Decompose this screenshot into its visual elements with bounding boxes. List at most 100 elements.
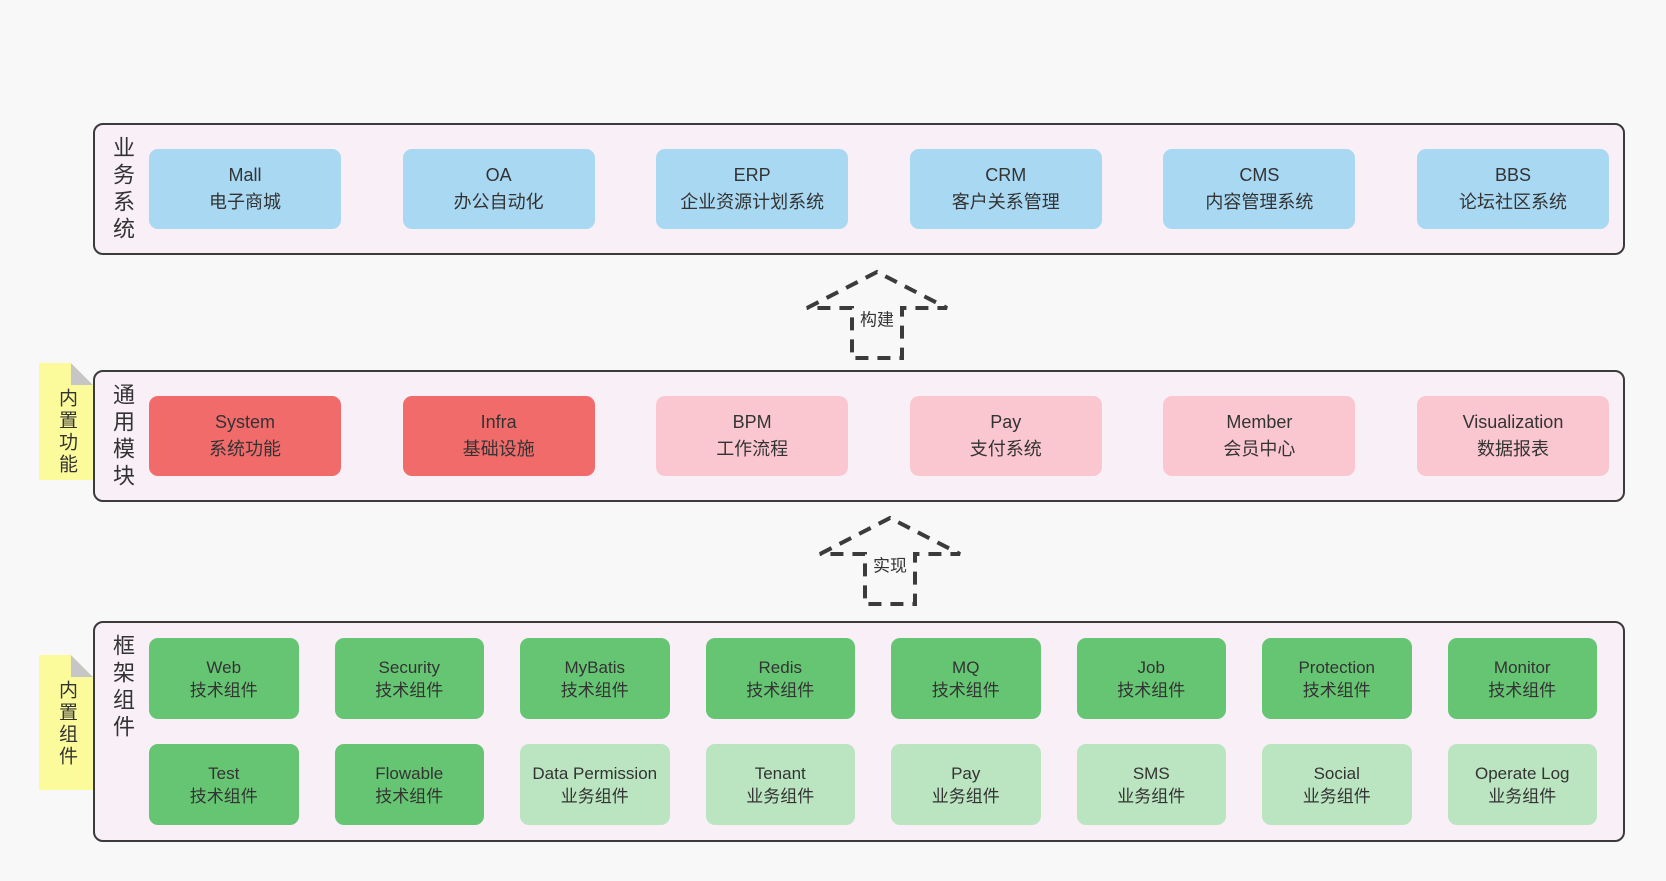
- box-subtitle: 客户关系管理: [951, 192, 1060, 212]
- box-subtitle: 技术组件: [189, 680, 258, 700]
- box-subtitle: 业务组件: [1302, 786, 1371, 806]
- box-pay: Pay 支付系统: [909, 396, 1102, 476]
- box-tenant: Tenant 业务组件: [705, 744, 855, 825]
- box-subtitle: 论坛社区系统: [1458, 192, 1567, 212]
- box-subtitle: 办公自动化: [453, 192, 544, 212]
- box-title: Test: [208, 763, 240, 783]
- box-job: Job 技术组件: [1076, 638, 1226, 719]
- box-title: BPM: [732, 412, 772, 432]
- layer-content: System 系统功能 Infra 基础设施 BPM 工作流程 Pay 支付系统…: [149, 372, 1623, 500]
- box-subtitle: 企业资源计划系统: [680, 192, 825, 212]
- box-subtitle: 业务组件: [931, 786, 1000, 806]
- box-subtitle: 支付系统: [969, 439, 1042, 459]
- box-title: Infra: [480, 412, 517, 432]
- box-title: MyBatis: [564, 657, 625, 677]
- box-title: Member: [1226, 412, 1293, 432]
- arrow-implement: 实现: [810, 512, 970, 606]
- box-data-permission: Data Permission 业务组件: [520, 744, 670, 825]
- box-title: Visualization: [1462, 412, 1564, 432]
- box-subtitle: 技术组件: [746, 680, 815, 700]
- box-pay-component: Pay 业务组件: [891, 744, 1041, 825]
- arrow-build: 构建: [797, 266, 957, 360]
- box-bpm: BPM 工作流程: [656, 396, 849, 476]
- arrow-implement-label: 实现: [868, 550, 912, 578]
- folded-corner-icon: [71, 655, 93, 677]
- box-crm: CRM 客户关系管理: [909, 149, 1102, 229]
- layer-content: Web 技术组件 Security 技术组件 MyBatis 技术组件 Redi…: [149, 623, 1623, 840]
- box-subtitle: 技术组件: [1488, 680, 1557, 700]
- box-subtitle: 技术组件: [931, 680, 1000, 700]
- box-title: Redis: [758, 657, 802, 677]
- box-subtitle: 业务组件: [746, 786, 815, 806]
- box-title: System: [214, 412, 275, 432]
- note-built-in-components: 内置组件: [39, 655, 93, 790]
- arrow-build-label: 构建: [855, 304, 899, 332]
- box-title: Pay: [951, 763, 981, 783]
- box-mall: Mall 电子商城: [149, 149, 341, 229]
- box-subtitle: 基础设施: [462, 439, 535, 459]
- box-subtitle: 技术组件: [560, 680, 629, 700]
- box-title: Operate Log: [1474, 763, 1570, 783]
- box-monitor: Monitor 技术组件: [1447, 638, 1597, 719]
- box-title: Social: [1313, 763, 1360, 783]
- box-erp: ERP 企业资源计划系统: [656, 149, 849, 229]
- box-mq: MQ 技术组件: [891, 638, 1041, 719]
- box-subtitle: 内容管理系统: [1205, 192, 1314, 212]
- box-subtitle: 技术组件: [375, 786, 444, 806]
- box-title: BBS: [1494, 165, 1531, 185]
- box-protection: Protection 技术组件: [1262, 638, 1412, 719]
- box-infra: Infra 基础设施: [402, 396, 595, 476]
- layer-label-common-modules: 通用模块: [110, 383, 135, 491]
- box-title: Protection: [1298, 657, 1376, 677]
- box-title: ERP: [733, 165, 771, 185]
- box-operate-log: Operate Log 业务组件: [1447, 744, 1597, 825]
- layer-business-systems: 业务系统 Mall 电子商城 OA 办公自动化 ERP 企业资源计划系统 CRM…: [93, 123, 1625, 255]
- box-title: Flowable: [375, 763, 444, 783]
- box-subtitle: 业务组件: [560, 786, 629, 806]
- box-title: Tenant: [754, 763, 806, 783]
- layer-label-business-systems: 业务系统: [110, 136, 135, 244]
- box-title: CMS: [1239, 165, 1280, 185]
- box-subtitle: 技术组件: [189, 786, 258, 806]
- box-flowable: Flowable 技术组件: [334, 744, 484, 825]
- box-visualization: Visualization 数据报表: [1416, 396, 1609, 476]
- box-bbs: BBS 论坛社区系统: [1416, 149, 1609, 229]
- box-title: OA: [485, 165, 512, 185]
- box-title: Monitor: [1493, 657, 1551, 677]
- layer-common-modules: 通用模块 System 系统功能 Infra 基础设施 BPM 工作流程 Pay…: [93, 370, 1625, 502]
- note-built-in-features: 内置功能: [39, 363, 93, 480]
- box-sms: SMS 业务组件: [1076, 744, 1226, 825]
- box-title: CRM: [985, 165, 1027, 185]
- box-subtitle: 数据报表: [1476, 439, 1549, 459]
- box-oa: OA 办公自动化: [402, 149, 595, 229]
- box-web: Web 技术组件: [149, 638, 299, 719]
- box-subtitle: 技术组件: [1302, 680, 1371, 700]
- box-title: Mall: [228, 165, 262, 185]
- box-subtitle: 会员中心: [1223, 439, 1296, 459]
- box-title: Data Permission: [532, 763, 658, 783]
- box-subtitle: 技术组件: [1117, 680, 1186, 700]
- box-subtitle: 系统功能: [209, 439, 281, 459]
- folded-corner-icon: [71, 363, 93, 385]
- box-title: SMS: [1132, 763, 1170, 783]
- box-member: Member 会员中心: [1163, 396, 1356, 476]
- box-subtitle: 技术组件: [375, 680, 444, 700]
- up-arrow-icon: [819, 515, 961, 606]
- note-text: 内置功能: [56, 388, 77, 476]
- note-text: 内置组件: [56, 680, 77, 768]
- box-title: MQ: [952, 657, 980, 677]
- box-cms: CMS 内容管理系统: [1163, 149, 1356, 229]
- box-title: Security: [378, 657, 440, 677]
- layer-label-framework-components: 框架组件: [110, 634, 135, 742]
- box-subtitle: 业务组件: [1488, 786, 1557, 806]
- box-title: Job: [1137, 657, 1165, 677]
- box-test: Test 技术组件: [149, 744, 299, 825]
- box-title: Web: [206, 657, 242, 677]
- box-title: Pay: [990, 412, 1022, 432]
- box-mybatis: MyBatis 技术组件: [520, 638, 670, 719]
- layer-content: Mall 电子商城 OA 办公自动化 ERP 企业资源计划系统 CRM 客户关系…: [149, 125, 1623, 253]
- box-redis: Redis 技术组件: [705, 638, 855, 719]
- box-system: System 系统功能: [149, 396, 341, 476]
- up-arrow-icon: [806, 269, 948, 360]
